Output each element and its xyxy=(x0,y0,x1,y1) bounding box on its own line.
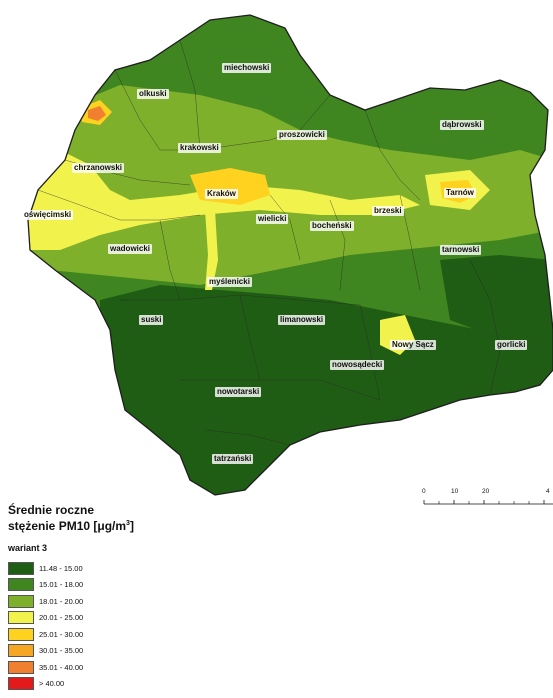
legend-label: 25.01 - 30.00 xyxy=(39,629,84,639)
legend-title: Średnie roczne stężenie PM10 [μg/m3] xyxy=(8,503,134,533)
label-proszowicki: proszowicki xyxy=(277,130,327,140)
label-oswiecimski: oświęcimski xyxy=(22,210,74,220)
legend-label: > 40.00 xyxy=(39,679,65,689)
legend-label: 15.01 - 18.00 xyxy=(39,580,84,590)
zone-northeast-high xyxy=(390,80,548,150)
legend-row: 15.01 - 18.00 xyxy=(8,577,83,594)
label-suski: suski xyxy=(139,315,164,325)
label-tarnowski: tarnowski xyxy=(440,245,482,255)
label-miechowski: miechowski xyxy=(222,63,272,73)
legend-row: 35.01 - 40.00 xyxy=(8,659,83,676)
legend-swatch xyxy=(8,561,34,575)
zone-river-corridor xyxy=(205,210,218,290)
label-wadowicki: wadowicki xyxy=(108,244,153,254)
legend-row: 20.01 - 25.00 xyxy=(8,610,83,627)
label-wielicki: wielicki xyxy=(256,214,289,224)
label-chrzanowski: chrzanowski xyxy=(72,163,125,173)
legend-swatch xyxy=(8,644,34,658)
legend-classes: 11.48 - 15.00 15.01 - 18.00 18.01 - 20.00 2… xyxy=(8,560,83,692)
zone-olkusz-hotspot-core xyxy=(88,106,106,121)
legend-row: 18.01 - 20.00 xyxy=(8,593,83,610)
legend-swatch xyxy=(8,578,34,592)
legend-label: 18.01 - 20.00 xyxy=(39,596,84,606)
legend-label: 20.01 - 25.00 xyxy=(39,613,84,623)
label-limanowski: limanowski xyxy=(278,315,326,325)
label-gorlicki: gorlicki xyxy=(495,340,528,350)
label-krakow: Kraków xyxy=(205,189,238,199)
label-myslenicki: myślenicki xyxy=(207,277,252,287)
label-brzeski: brzeski xyxy=(372,206,404,216)
label-tarnow: Tarnów xyxy=(444,188,476,198)
voivodeship-outline xyxy=(27,14,553,496)
legend-title-line1: Średnie roczne xyxy=(8,503,95,517)
label-nowotarski: nowotarski xyxy=(215,387,262,397)
legend-swatch xyxy=(8,627,34,641)
scale-tick-20: 20 xyxy=(482,488,490,495)
legend-row: 11.48 - 15.00 xyxy=(8,560,83,577)
label-krakowski: krakowski xyxy=(178,143,221,153)
zone-east-low xyxy=(440,255,553,335)
legend-row: > 40.00 xyxy=(8,676,83,693)
scale-tick-10: 10 xyxy=(451,488,459,495)
scale-tick-0: 0 xyxy=(422,488,426,495)
legend-swatch xyxy=(8,677,34,691)
label-nowosadecki: nowosądecki xyxy=(330,360,385,370)
legend-label: 35.01 - 40.00 xyxy=(39,662,84,672)
legend-title-line2: stężenie PM10 [μg/m3] xyxy=(8,519,134,533)
legend-label: 11.48 - 15.00 xyxy=(39,563,83,573)
legend-swatch xyxy=(8,611,34,625)
legend-swatch xyxy=(8,660,34,674)
label-dabrowski: dąbrowski xyxy=(440,120,484,130)
scale-tick-4: 4 xyxy=(546,488,550,495)
legend-swatch xyxy=(8,594,34,608)
label-olkuski: olkuski xyxy=(137,89,169,99)
label-tatrzanski: tatrzański xyxy=(212,454,254,464)
scale-bar xyxy=(423,500,553,505)
legend-variant: wariant 3 xyxy=(8,543,48,553)
pm10-map xyxy=(27,14,553,496)
legend-row: 25.01 - 30.00 xyxy=(8,626,83,643)
label-bochenski: bocheński xyxy=(310,221,354,231)
legend-label: 30.01 - 35.00 xyxy=(39,646,84,656)
label-nowy-sacz: Nowy Sącz xyxy=(390,340,436,350)
zone-north-medium xyxy=(28,85,553,285)
legend-row: 30.01 - 35.00 xyxy=(8,643,83,660)
